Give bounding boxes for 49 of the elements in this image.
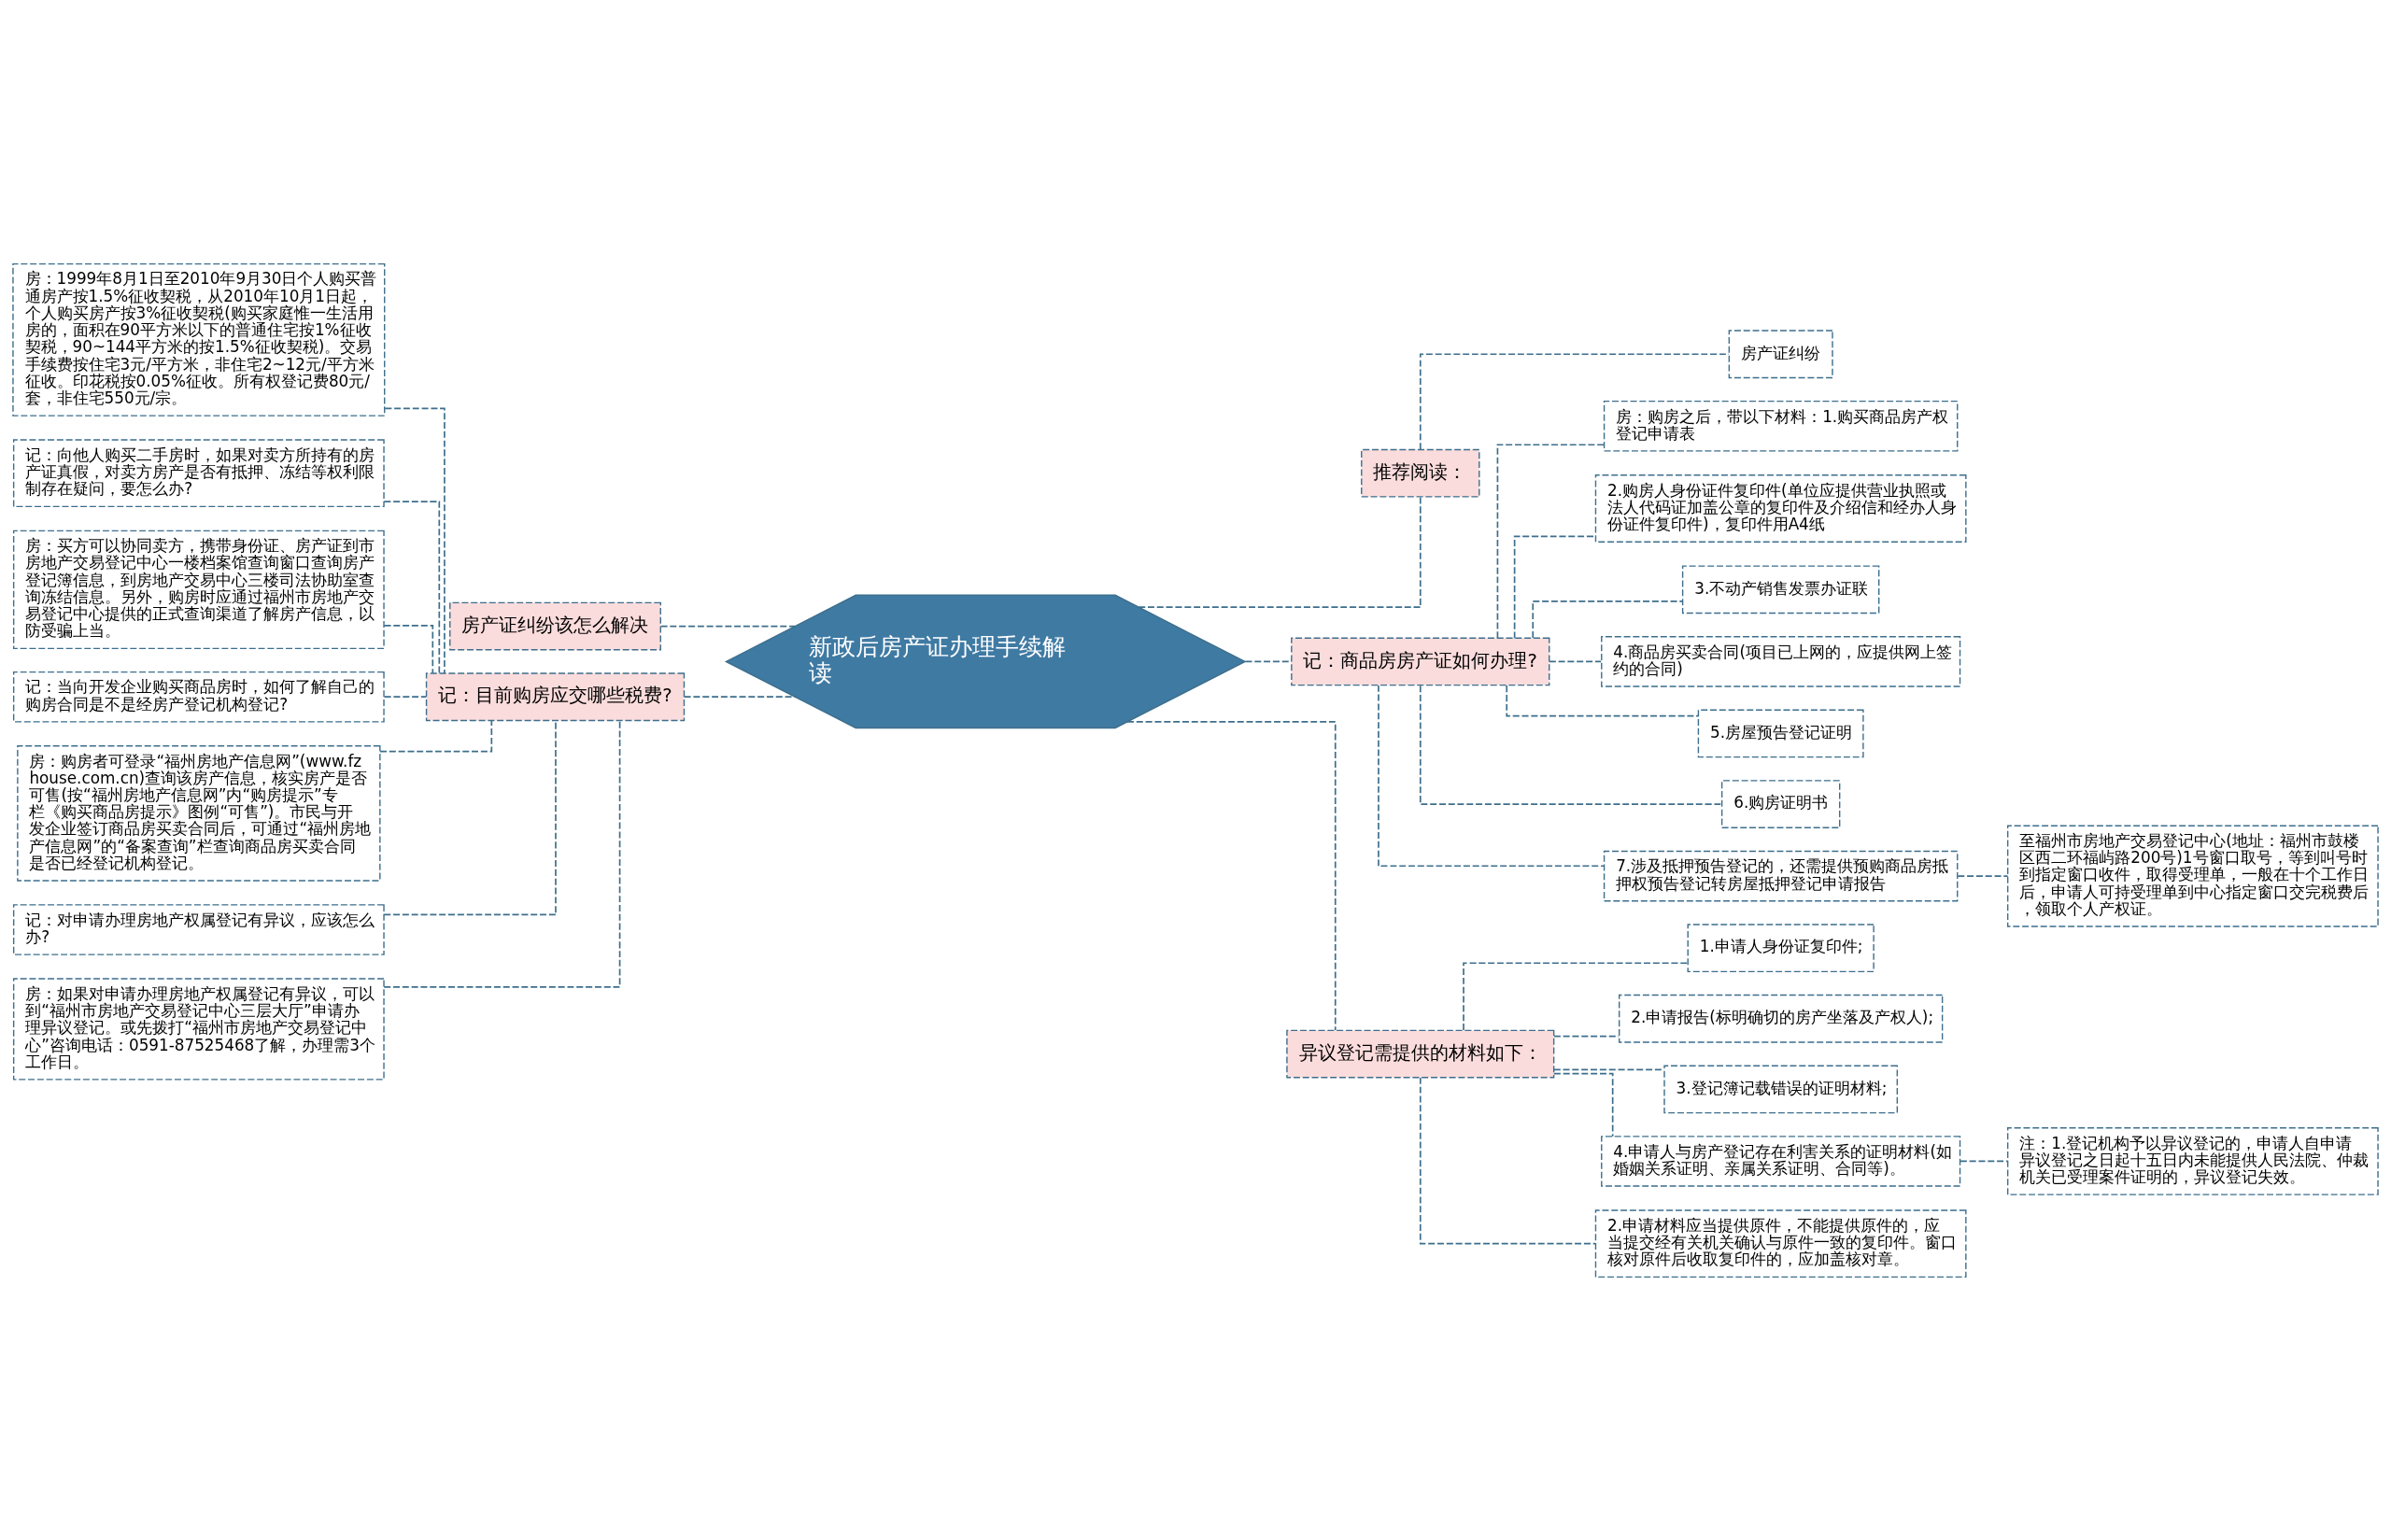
node-box: 房：购房之后，带以下材料：1.购买商品房产权登记申请表: [1603, 400, 1959, 452]
connector: [683, 695, 796, 698]
connector: [383, 719, 621, 988]
node-box: 7.涉及抵押预告登记的，还需提供预购商品房抵押权预告登记转房屋抵押登记申请报告: [1603, 850, 1959, 901]
node-box: 房产证纠纷该怎么解决: [449, 601, 661, 650]
node-box: 4.申请人与房产登记存在利害关系的证明材料(如婚姻关系证明、亲属关系证明、合同等)。: [1601, 1135, 1961, 1187]
node-box: 注：1.登记机构予以异议登记的，申请人自申请异议登记之日起十五日内未能提供人民法院、仲裁机关已受理案件证明的，异议登记失效。: [2006, 1126, 2379, 1195]
node-box: 2.申请材料应当提供原件，不能提供原件的，应当提交经有关机关确认与原件一致的复印件。窗口核对原件后收取复印件的，应加盖核对章。: [1594, 1208, 1967, 1278]
connector: [1957, 874, 2009, 877]
node-box: 房：购房者可登录“福州房地产信息网”(www.fzhouse.com.cn)查询该房产信息，核实房产是否可售(按“福州房地产信息网”内“购房提示”专栏《购买商品房提示》图例“可售”)。市民与开发企业签订商品房买卖合同后，可通过“福州房地产信息网”的“备案查询”栏查询商品房买卖合同是否已经登记机构登记。: [17, 744, 381, 882]
node-box: 房：1999年8月1日至2010年9月30日个人购买普通房产按1.5%征收契税，从2010年10月1日起，个人购买房产按3%征收契税(购买家庭惟一生活用房的，面积在90平方米以下的普通住宅按1%征收契税，90~144平方米的按1.5%征收契税)。交易手续费按住宅3元/平方米，非住宅2~12元/平方米征收。印花税按0.05%征收。所有权登记费80元/套，非住宅550元/宗。: [12, 262, 386, 417]
node-box: 1.申请人身份证复印件;: [1687, 923, 1875, 972]
node-box: 记：目前购房应交哪些税费?: [425, 671, 686, 721]
node-box: 异议登记需提供的材料如下：: [1286, 1029, 1555, 1078]
connector: [1244, 660, 1293, 662]
node-box: 5.房屋预告登记证明: [1697, 709, 1864, 757]
node-box: 记：对申请办理房地产权属登记有异议，应该怎么办?: [12, 903, 385, 955]
connector: [1419, 1076, 1596, 1244]
node-box: 房：买方可以协同卖方，携带身份证、房产证到市房地产交易登记中心一楼档案馆查询窗口查询房产登记簿信息，到房地产交易中心三楼司法协助室查询冻结信息。另外，购房时应通过福州市房地产交易登记中心提供的正式查询渠道了解房产信息，以防受骗上当。: [12, 530, 385, 649]
node-box: 2.申请报告(标明确切的房产坐落及产权人);: [1619, 994, 1944, 1043]
node-box: 4.商品房买卖合同(项目已上网的，应提供网上签约的合同): [1601, 635, 1961, 687]
connector: [1463, 961, 1689, 1031]
node-box: 房：如果对申请办理房地产权属登记有异议，可以到“福州市房地产交易登记中心三层大厅”申请办理异议登记。或先拨打“福州市房地产交易登记中心”咨询电话：0591-87525468了解，办理需3个工作日。: [12, 977, 385, 1081]
connector: [659, 625, 796, 627]
connector: [1138, 496, 1422, 608]
connector: [383, 500, 441, 674]
node-box: 记：当向开发企业购买商品房时，如何了解自己的购房合同是不是经房产登记机构登记?: [12, 671, 385, 723]
node-box: 记：商品房房产证如何办理?: [1291, 637, 1550, 685]
node-box: 房产证纠纷: [1728, 329, 1833, 378]
node-box: 记：向他人购买二手房时，如果对卖方所持有的房产证真假，对卖方房产是否有抵押、冻结等权利限制存在疑问，要怎么办?: [12, 438, 385, 507]
connector: [1549, 660, 1603, 662]
node-box: 推荐阅读：: [1361, 448, 1480, 498]
connector: [383, 695, 427, 698]
node-box: 至福州市房地产交易登记中心(地址：福州市鼓楼区西二环福屿路200号)1号窗口取号，等到叫号时到指定窗口收件，取得受理单，一般在十个工作日后，申请人可持受理单到中心指定窗口交完税费后，领取个人产权证。: [2006, 824, 2379, 927]
node-box: 3.登记簿记载错误的证明材料;: [1663, 1065, 1898, 1113]
connector: [1378, 684, 1605, 867]
connector: [1532, 600, 1684, 639]
connector: [384, 407, 446, 674]
connector: [1126, 720, 1337, 1031]
connector: [1959, 1160, 2009, 1162]
connector: [1419, 684, 1723, 805]
connector: [1506, 684, 1700, 716]
connector: [379, 719, 493, 753]
node-box: 2.购房人身份证件复印件(单位应提供营业执照或法人代码证加盖公章的复印件及介绍信和经办人身份证件复印件)，复印件用A4纸: [1594, 473, 1967, 543]
connector: [1496, 443, 1606, 639]
node-box: 6.购房证明书: [1720, 779, 1841, 828]
connector: [1552, 1072, 1614, 1137]
connector: [383, 624, 434, 674]
node-box: 3.不动产销售发票办证联: [1681, 564, 1880, 614]
